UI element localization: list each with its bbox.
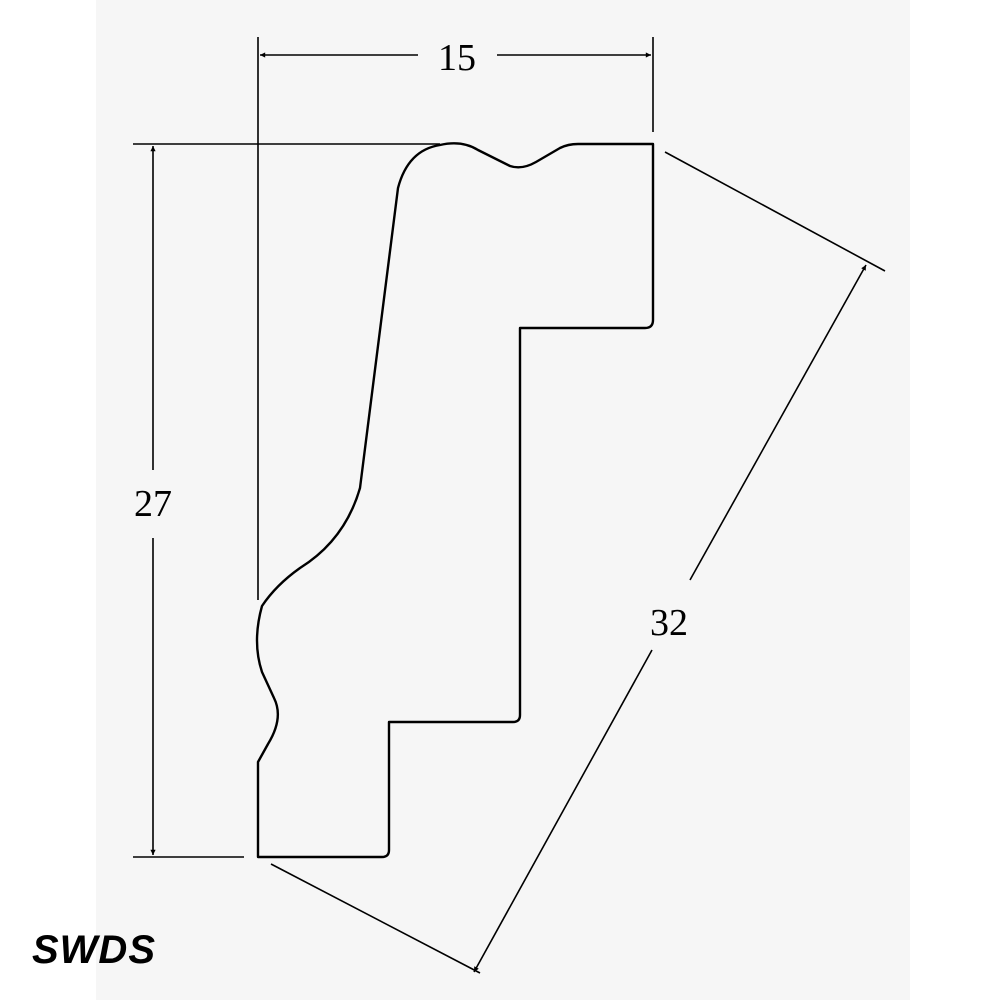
brand-logo-text: SWDS	[32, 928, 156, 972]
diagonal-dimension-line-lower	[473, 649, 653, 973]
extension-line-diag-bottom	[270, 863, 481, 974]
height-dimension-label: 27	[134, 483, 172, 525]
width-dimension-label: 15	[438, 37, 476, 79]
diagonal-dimension-line-upper	[689, 264, 867, 581]
drawing-panel	[96, 0, 910, 1000]
profile-outline	[255, 142, 655, 859]
diagonal-dimension-label: 32	[650, 602, 688, 644]
extension-line-diag-top	[664, 151, 886, 272]
